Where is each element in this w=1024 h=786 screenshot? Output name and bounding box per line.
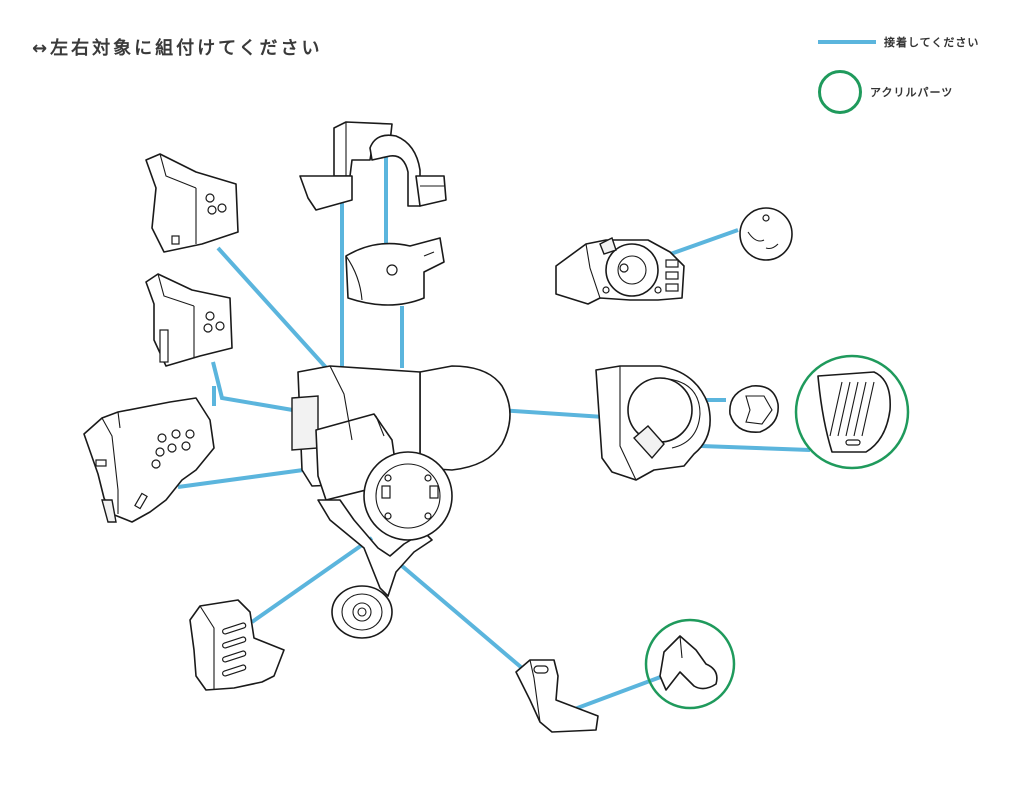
page-title: ↔左右対象に組付けてください — [32, 38, 323, 59]
acrylic-ring-vent — [794, 354, 910, 470]
glue-legend-label: 接着してください — [884, 36, 980, 49]
acrylic-ring-swatch — [818, 70, 862, 114]
right-dial-unit-part — [555, 237, 685, 305]
glue-line-top-left-part — [216, 246, 332, 374]
central-dial-part — [363, 451, 453, 541]
left-upper-block-part — [145, 153, 239, 253]
glue-line-bottom-left-part — [250, 536, 374, 624]
left-middle-block-part — [145, 273, 233, 367]
acrylic-legend-label: アクリルパーツ — [870, 86, 954, 99]
legend-acrylic: アクリルパーツ — [818, 70, 953, 114]
acrylic-ring-hook — [644, 618, 736, 710]
glue-line-left-large-part — [177, 466, 319, 489]
glue-line-swatch — [818, 40, 876, 44]
drum-part — [345, 237, 445, 306]
legend-glue: 接着してください — [818, 34, 979, 50]
top-bracket-part — [299, 121, 447, 211]
right-round-cap-part — [739, 207, 793, 261]
bottom-round-part — [331, 585, 393, 639]
bottom-left-vent-part — [189, 599, 285, 691]
glue-line-bottom-right-part — [400, 564, 524, 670]
bottom-right-arm-part — [515, 659, 599, 733]
central-body-part — [291, 365, 511, 597]
left-large-panel-part — [83, 397, 215, 523]
right-lens-panel-part — [595, 365, 711, 481]
right-lens-piece-part — [729, 385, 779, 433]
